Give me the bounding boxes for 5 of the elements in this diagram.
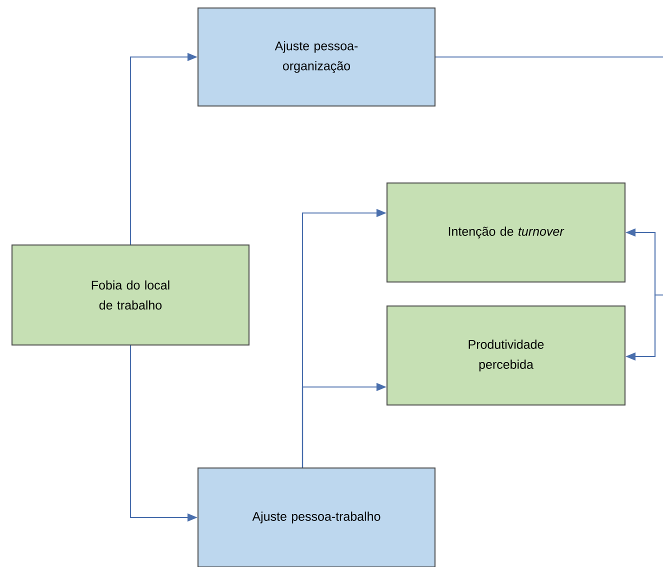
process-box: Intenção de turnover (386, 182, 626, 282)
process-box: Fobia do local de trabalho (12, 244, 250, 346)
process-box: Ajuste pessoa-trabalho (198, 468, 436, 567)
process-box: Ajuste pessoa-organização (198, 8, 436, 106)
process-box: Produtividade percebida (386, 306, 626, 406)
